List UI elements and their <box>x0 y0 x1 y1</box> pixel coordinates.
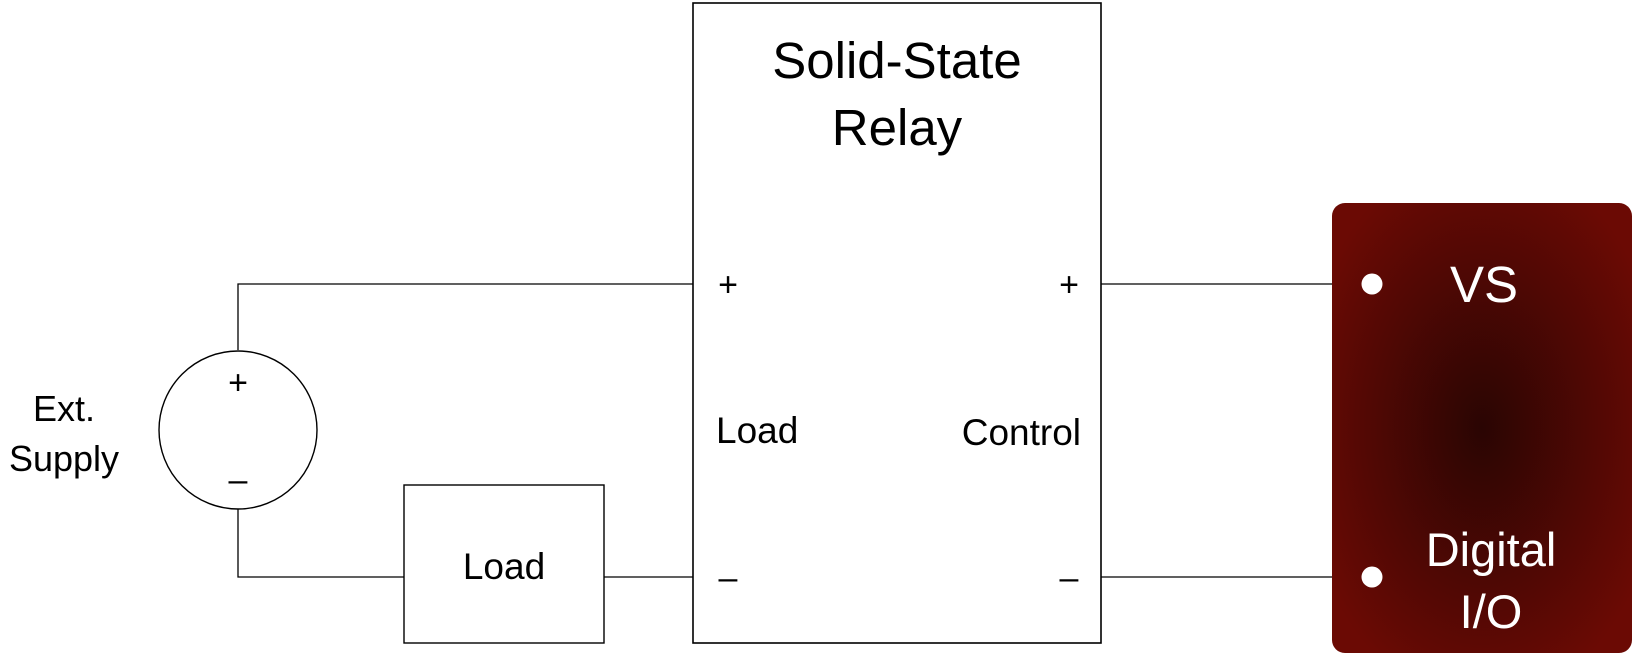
supply-label-line1: Ext. <box>33 388 95 429</box>
wire-supply-minus-to-load-box <box>237 509 404 578</box>
relay-control-plus: + <box>1059 266 1079 304</box>
solid-state-relay: Solid-State Relay + Load – + Control – <box>692 2 1102 644</box>
relay-control-minus: – <box>1060 559 1079 597</box>
relay-control-label: Control <box>962 412 1081 453</box>
external-supply: + – Ext. Supply <box>9 350 318 510</box>
relay-load-plus: + <box>718 266 738 304</box>
device-panel: VS Digital I/O <box>1332 203 1632 653</box>
load-box-label: Load <box>463 546 545 587</box>
digital-io-label-line1: Digital <box>1426 523 1557 576</box>
load-box <box>403 484 605 644</box>
relay-load-label: Load <box>716 410 798 451</box>
relay-title-line1: Solid-State <box>772 32 1021 89</box>
digital-io-label-line2: I/O <box>1460 585 1523 638</box>
supply-label-line2: Supply <box>9 438 119 479</box>
supply-minus: – <box>229 461 248 499</box>
relay-load-minus: – <box>719 559 738 597</box>
vs-terminal[interactable] <box>1361 273 1383 295</box>
wires <box>237 283 1372 578</box>
supply-source-symbol <box>158 350 318 510</box>
relay-title-line2: Relay <box>832 99 963 156</box>
supply-plus: + <box>228 364 248 402</box>
wire-supply-plus-to-relay-load-plus <box>237 283 693 350</box>
digital-io-terminal[interactable] <box>1361 566 1383 588</box>
relay-body <box>692 2 1102 644</box>
vs-label: VS <box>1450 256 1518 313</box>
device-body <box>1332 203 1632 653</box>
load-component: Load <box>403 484 605 644</box>
